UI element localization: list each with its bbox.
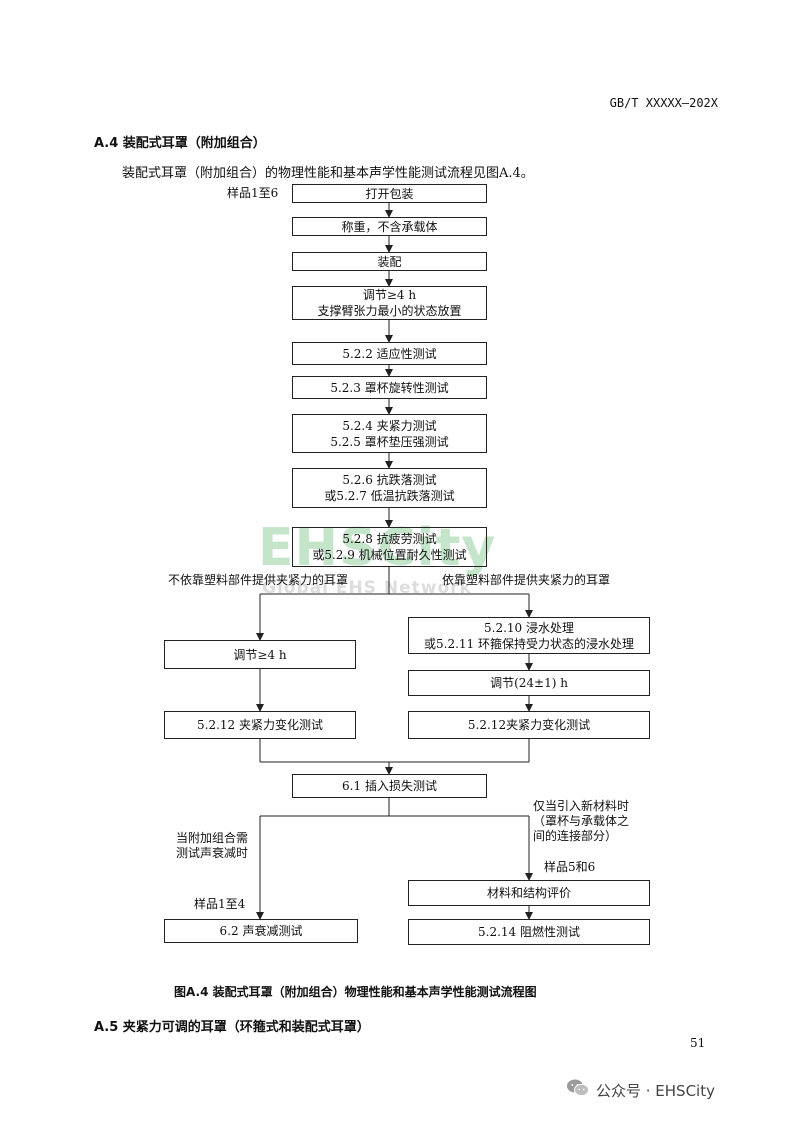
- box-condition-line1: 调节≥4 h: [362, 288, 417, 302]
- footer-channel: 公众号 · EHSCity: [566, 1078, 715, 1102]
- right-note-line2: （罩杯与承载体之: [533, 814, 630, 828]
- box-rotation-test: 5.2.3 罩杯旋转性测试: [292, 376, 487, 399]
- box-insertion-loss: 6.1 插入损失测试: [292, 774, 487, 798]
- box-right-condition: 调节(24±1) h: [408, 670, 650, 696]
- box-material-eval-text: 材料和结构评价: [486, 886, 571, 900]
- left-note-line1: 当附加组合需: [176, 831, 249, 845]
- box-drop-line2: 或5.2.7 低温抗跌落测试: [324, 489, 455, 503]
- box-water-line1: 5.2.10 浸水处理: [484, 620, 574, 635]
- box-insertion-loss-text: 6.1 插入损失测试: [342, 779, 437, 793]
- box-fit-test-text: 5.2.2 适应性测试: [342, 346, 437, 361]
- box-flame-test: 5.2.14 阻燃性测试: [408, 919, 650, 945]
- right-note-line1: 仅当引入新材料时: [533, 799, 630, 813]
- box-water-line2: 或5.2.11 环箍保持受力状态的浸水处理: [424, 636, 634, 651]
- box-assemble-text: 装配: [377, 254, 402, 269]
- footer-channel-text: 公众号 · EHSCity: [596, 1081, 715, 1100]
- box-attenuation-text: 6.2 声衰减测试: [219, 924, 303, 938]
- box-left-condition: 调节≥4 h: [164, 640, 356, 669]
- box-flame-test-text: 5.2.14 阻燃性测试: [478, 925, 580, 939]
- sample-label-left: 样品1至4: [194, 897, 246, 911]
- box-fatigue-test: 5.2.8 抗疲劳测试 或5.2.9 机械位置耐久性测试: [292, 527, 487, 567]
- doc-code: GB/T XXXXX—202X: [609, 96, 718, 110]
- box-fatigue-line1: 5.2.8 抗疲劳测试: [342, 532, 437, 546]
- box-right-clamp-change: 5.2.12夹紧力变化测试: [408, 711, 650, 739]
- box-right-clamp-change-text: 5.2.12夹紧力变化测试: [467, 718, 591, 732]
- box-water-treatment: 5.2.10 浸水处理 或5.2.11 环箍保持受力状态的浸水处理: [408, 617, 650, 654]
- box-drop-test: 5.2.6 抗跌落测试 或5.2.7 低温抗跌落测试: [292, 468, 487, 508]
- box-open-package-text: 打开包装: [365, 186, 414, 201]
- section-title-a4: A.4 装配式耳罩（附加组合）: [94, 136, 266, 151]
- box-rotation-test-text: 5.2.3 罩杯旋转性测试: [330, 380, 449, 395]
- box-clamp-line1: 5.2.4 夹紧力测试: [342, 418, 437, 433]
- right-note-line3: 间的连接部分）: [533, 829, 618, 843]
- box-left-clamp-change: 5.2.12 夹紧力变化测试: [164, 711, 356, 739]
- box-weigh: 称重，不含承载体: [292, 217, 487, 236]
- watermark-tagline: Global EHS Network: [262, 578, 472, 598]
- box-assemble: 装配: [292, 252, 487, 271]
- watermark-logo: EHSCity: [258, 518, 497, 578]
- section-intro: 装配式耳罩（附加组合）的物理性能和基本声学性能测试流程见图A.4。: [122, 166, 534, 181]
- figure-caption: 图A.4 装配式耳罩（附加组合）物理性能和基本声学性能测试流程图: [174, 985, 537, 999]
- page-number: 51: [690, 1036, 706, 1050]
- section-title-a5: A.5 夹紧力可调的耳罩（环箍式和装配式耳罩）: [94, 1020, 370, 1035]
- box-condition-line2: 支撑臂张力最小的状态放置: [317, 304, 462, 318]
- box-left-clamp-change-text: 5.2.12 夹紧力变化测试: [197, 718, 323, 732]
- sample-label-top: 样品1至6: [227, 186, 279, 200]
- branch-right-label: 依靠塑料部件提供夹紧力的耳罩: [442, 573, 611, 587]
- box-attenuation: 6.2 声衰减测试: [164, 919, 358, 943]
- box-drop-line1: 5.2.6 抗跌落测试: [342, 473, 437, 487]
- box-fit-test: 5.2.2 适应性测试: [292, 342, 487, 365]
- left-note-line2: 测试声衰减时: [176, 846, 249, 860]
- box-clamp-test: 5.2.4 夹紧力测试 5.2.5 罩杯垫压强测试: [292, 414, 487, 453]
- box-material-eval: 材料和结构评价: [408, 880, 650, 906]
- box-fatigue-line2: 或5.2.9 机械位置耐久性测试: [312, 548, 467, 562]
- wechat-icon: [566, 1078, 590, 1102]
- box-weigh-text: 称重，不含承载体: [341, 219, 438, 234]
- box-condition: 调节≥4 h 支撑臂张力最小的状态放置: [292, 286, 487, 320]
- box-open-package: 打开包装: [292, 184, 487, 203]
- box-left-condition-text: 调节≥4 h: [233, 647, 287, 662]
- sample-label-right: 样品5和6: [544, 860, 596, 874]
- branch-left-label: 不依靠塑料部件提供夹紧力的耳罩: [168, 573, 349, 587]
- left-note: 当附加组合需 测试声衰减时: [176, 831, 248, 861]
- box-right-condition-text: 调节(24±1) h: [490, 676, 568, 690]
- right-note: 仅当引入新材料时 （罩杯与承载体之 间的连接部分）: [533, 799, 629, 844]
- box-clamp-line2: 5.2.5 罩杯垫压强测试: [330, 434, 449, 449]
